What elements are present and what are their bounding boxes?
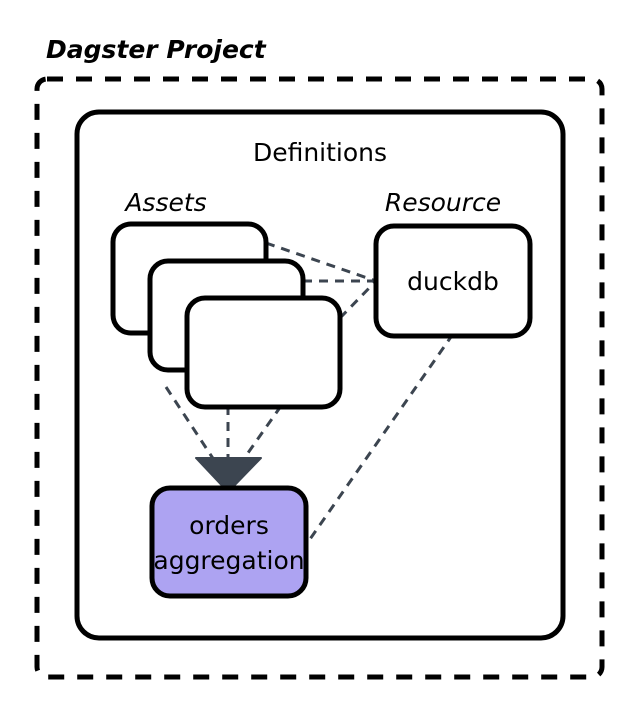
duckdb-node[interactable] (373, 223, 533, 339)
resource-group-label: Resource (385, 188, 501, 217)
assets-group-label: Assets (123, 188, 206, 217)
project-title: Dagster Project (46, 35, 267, 64)
edge-asset-back-to-duckdb (265, 241, 377, 283)
orders-aggregation-label-line2: aggregation (153, 546, 304, 575)
duckdb-node-label: duckdb (407, 267, 499, 296)
arrowhead-icon (195, 457, 262, 493)
asset-card-front[interactable] (184, 295, 343, 410)
orders-aggregation-label-line1: orders (189, 511, 269, 540)
edge-duckdb-to-orders (306, 333, 455, 543)
edge-asset-back-to-orders (164, 386, 216, 461)
orders-aggregation-node[interactable] (149, 485, 309, 599)
edge-asset-front-to-orders (241, 405, 283, 461)
definitions-title: Definitions (253, 138, 387, 167)
definitions-boundary (74, 109, 566, 641)
project-boundary (34, 76, 605, 680)
edge-group (164, 241, 455, 543)
edge-asset-front-to-duckdb (338, 279, 378, 320)
